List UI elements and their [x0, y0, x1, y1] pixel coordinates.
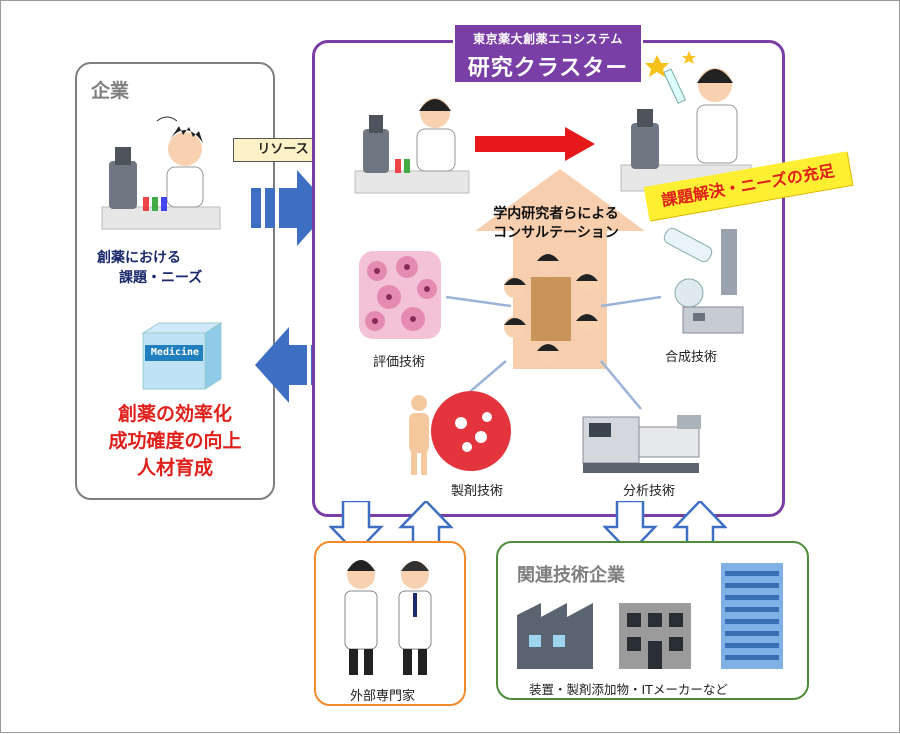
medicine-label: Medicine	[150, 347, 200, 358]
researcher-microscope-illustration	[354, 98, 470, 194]
cluster-title-banner: 東京薬大創薬エコシステム 研究クラスター	[453, 23, 643, 84]
technique-evaluation: 評価技術	[373, 355, 426, 370]
worried-researcher-illustration	[101, 116, 221, 230]
external-experts-illustration	[344, 560, 432, 675]
company-box	[75, 62, 275, 500]
issue-line-1: 創薬における	[97, 250, 181, 266]
issue-line-2: 課題・ニーズ	[119, 270, 203, 286]
consultation-line-2: コンサルテーション	[493, 225, 619, 241]
company-buildings-illustration	[517, 563, 783, 669]
consultation-text: 学内研究者らによる コンサルテーション	[471, 205, 641, 243]
tech-company-exchange-arrows	[603, 501, 727, 555]
tech-companies-caption: 装置・製剤添加物・ITメーカーなど	[529, 682, 728, 697]
medicine-box-illustration	[141, 322, 223, 390]
tech-companies-title: 関連技術企業	[517, 565, 625, 586]
progress-arrow-red	[475, 127, 595, 161]
external-experts-box	[314, 541, 466, 706]
company-title: 企業	[91, 80, 130, 102]
tissue-evaluation-illustration	[359, 251, 441, 339]
external-experts-label: 外部専門家	[350, 689, 416, 704]
outcome-2: 成功確度の向上	[108, 430, 242, 452]
technique-formulation: 製剤技術	[451, 484, 504, 499]
cluster-title: 研究クラスター	[467, 56, 629, 81]
technique-synthesis: 合成技術	[665, 350, 718, 365]
synthesis-apparatus-illustration	[663, 227, 744, 334]
cluster-subtitle: 東京薬大創薬エコシステム	[473, 32, 623, 46]
outcome-3: 人材育成	[136, 457, 213, 479]
meeting-table-illustration	[504, 252, 598, 364]
technique-analysis: 分析技術	[623, 484, 676, 499]
outcome-1: 創薬の効率化	[117, 403, 232, 425]
formulation-illustration	[409, 391, 511, 475]
analysis-instrument-illustration	[582, 415, 701, 473]
consultation-line-1: 学内研究者らによる	[493, 206, 619, 222]
expert-exchange-arrows	[329, 501, 453, 555]
